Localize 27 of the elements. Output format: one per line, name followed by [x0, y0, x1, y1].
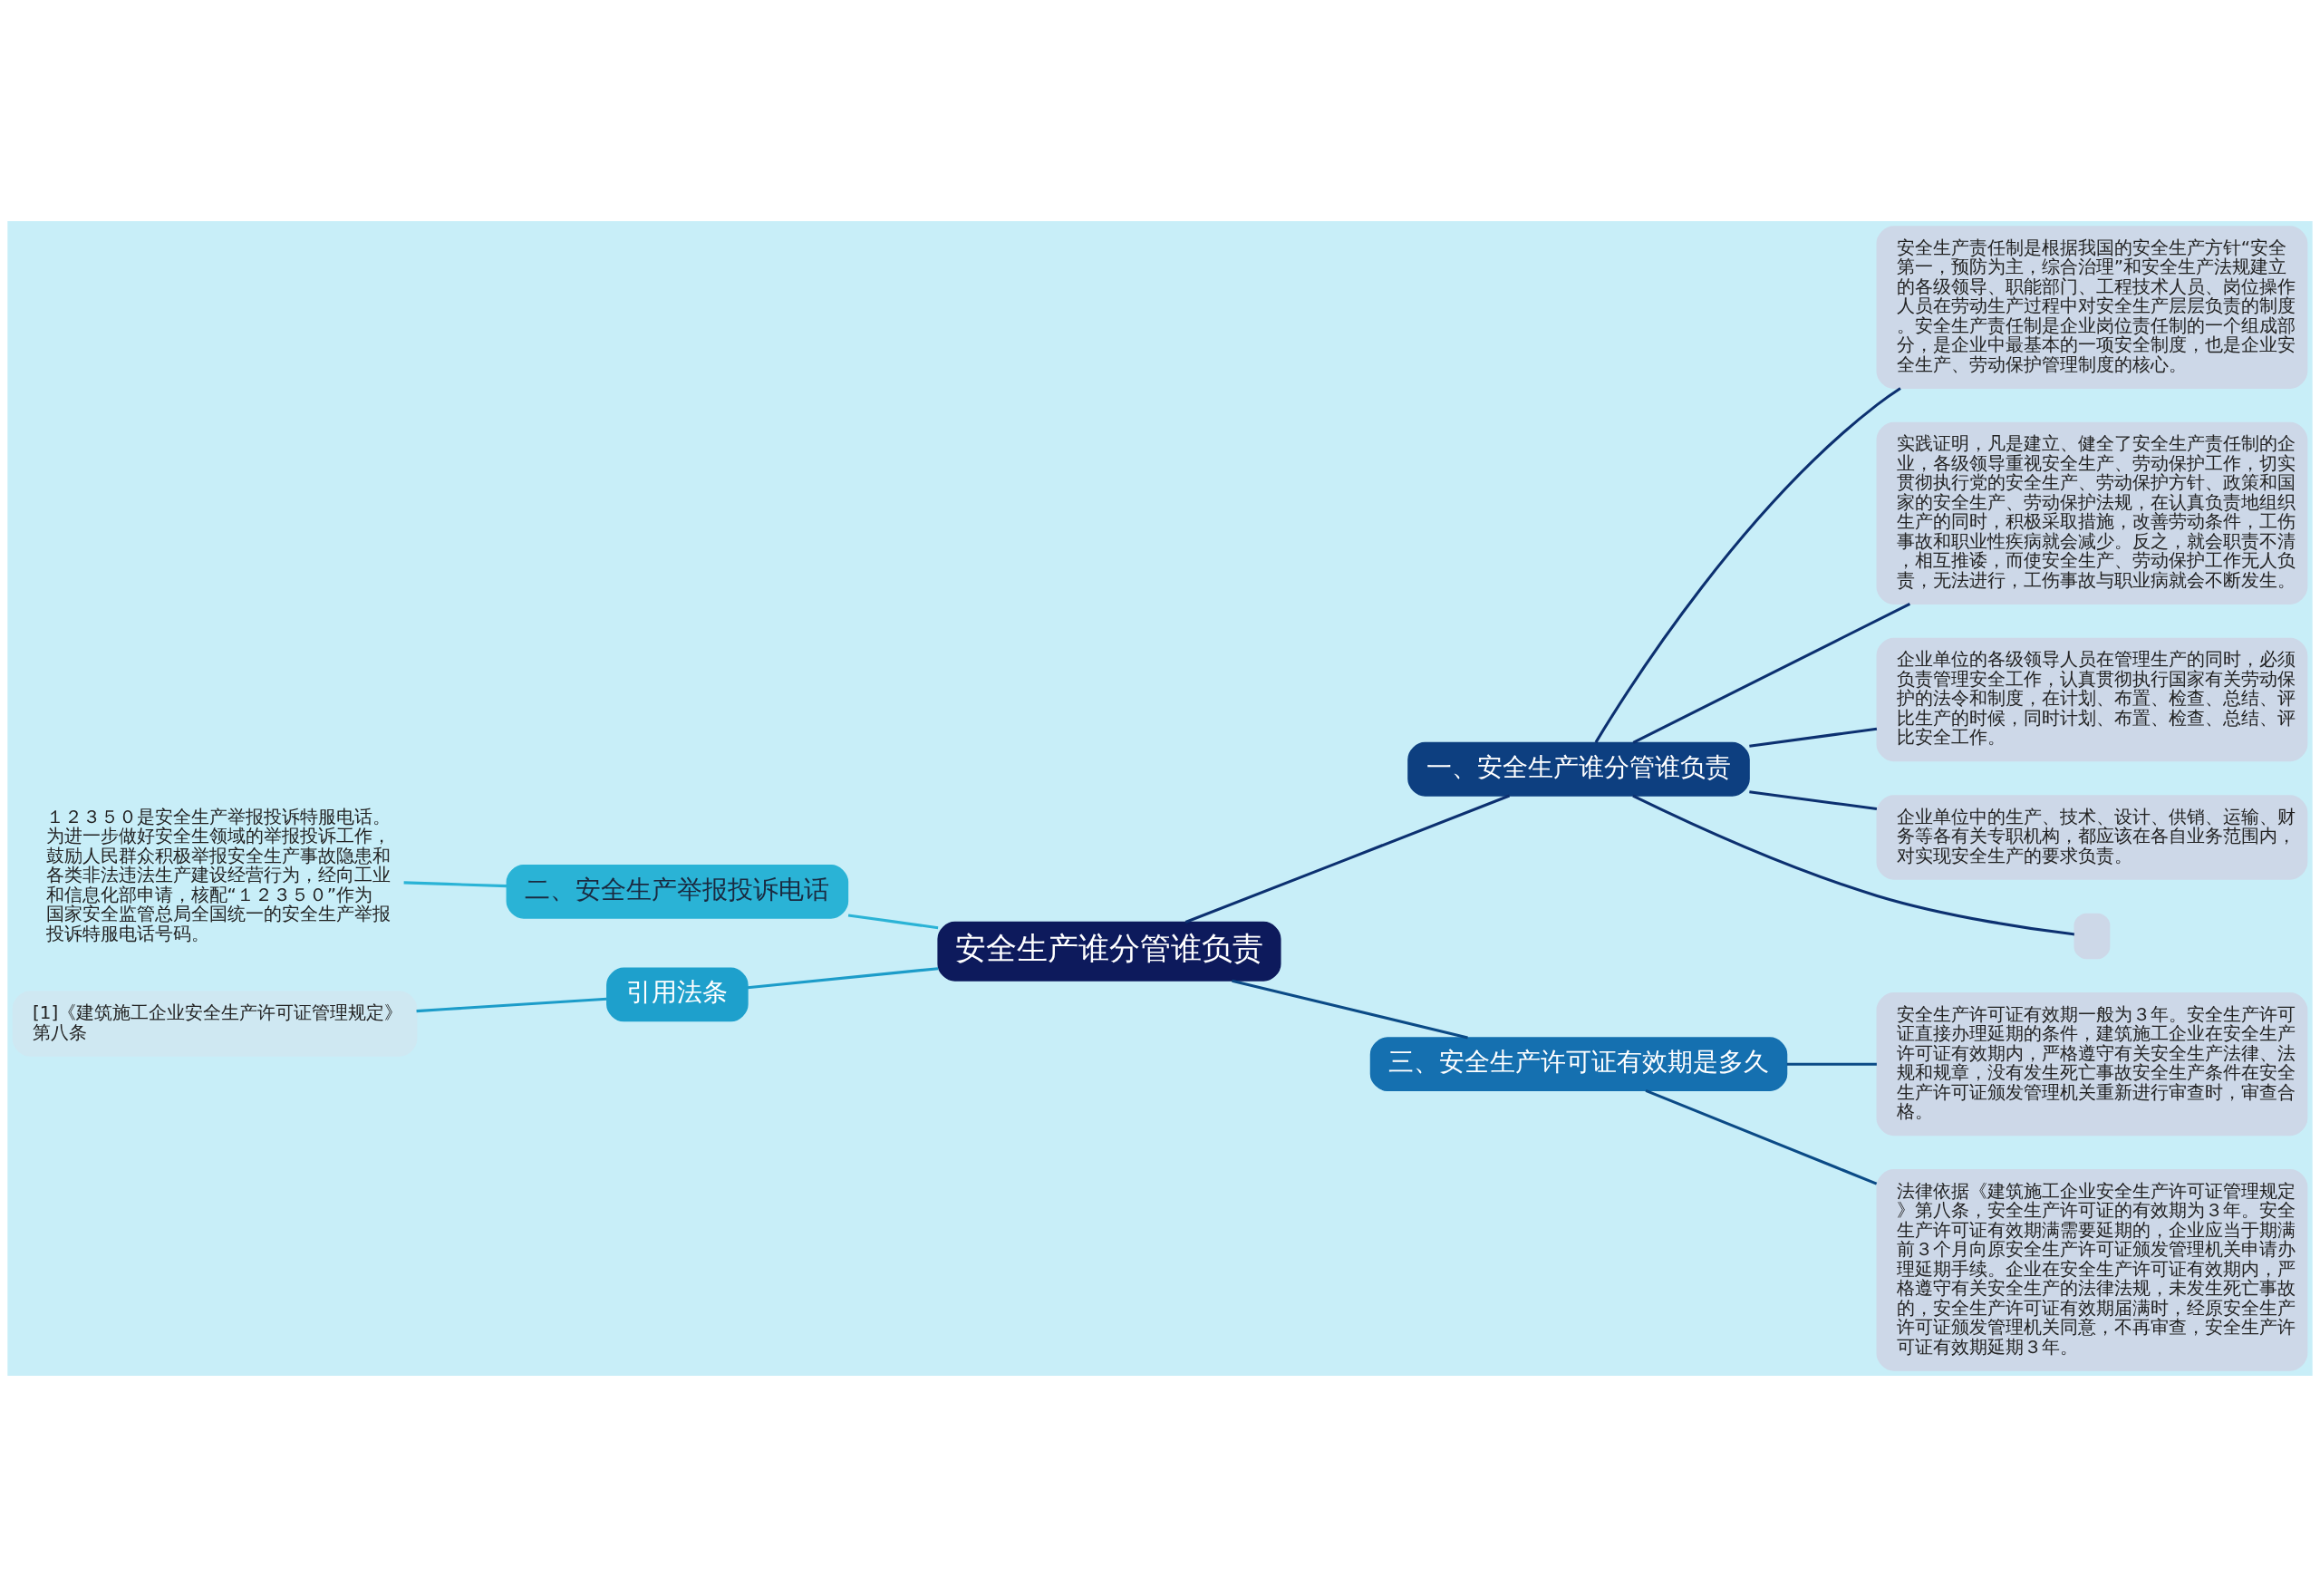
node-box: 实践证明，凡是建立、健全了安全生产责任制的企业，各级领导重视安全生产、劳动保护工作，切实贯彻执行党的安全生产、劳动保护方针、政策和国家的安全生产、劳动保护法规，在认真负责地组织生产的同时，积极采取措施，改善劳动条件，工伤事故和职业性疾病就会减少。反之，就会职责不清，相互推诿，而使安全生产、劳动保护工作无人负责，无法进行，工伤事故与职业病就会不断发生。: [1876, 421, 2308, 605]
connector: [403, 880, 508, 887]
node-box: 三、安全生产许可证有效期是多久: [1369, 1036, 1788, 1091]
connector: [1632, 794, 2074, 935]
node-box: 二、安全生产举报投诉电话: [506, 864, 849, 919]
node-box: [2074, 913, 2111, 959]
connector: [1232, 979, 1468, 1039]
connector: [1594, 386, 1901, 743]
node-box: 安全生产谁分管谁负责: [937, 921, 1281, 982]
connector: [747, 966, 939, 989]
connector: [1645, 1088, 1878, 1185]
connector: [1786, 1062, 1877, 1066]
node-box: [1]《建筑施工企业安全生产许可证管理规定》第八条: [12, 991, 418, 1057]
node-text: １２３５０是安全生产举报投诉特服电话。为进一步做好安全生领域的举报投诉工作，鼓励人民群众积极举报安全生产事故隐患和各类非法违法生产建设经营行为，经向工业和信息化部申请，核配“１２３５０”作为国家安全监管总局全国统一的安全生产举报投诉特服电话号码。: [45, 805, 391, 944]
connector: [1632, 602, 1911, 744]
connector: [1749, 727, 1878, 748]
node-box: 企业单位的各级领导人员在管理生产的同时，必须负责管理安全工作，认真贯彻执行国家有关劳动保护的法令和制度，在计划、布置、检查、总结、评比生产的时候，同时计划、布置、检查、总结、评比安全工作。: [1876, 637, 2308, 761]
node-box: 安全生产许可证有效期一般为３年。安全生产许可证直接办理延期的条件，建筑施工企业在安全生产许可证有效期内，严格遵守有关安全生产法律、法规和规章，没有发生死亡事故安全生产条件在安全生产许可证颁发管理机关重新进行审查时，审查合格。: [1876, 991, 2308, 1136]
node-box: 一、安全生产谁分管谁负责: [1407, 741, 1750, 797]
node-box: 法律依据《建筑施工企业安全生产许可证管理规定》第八条，安全生产许可证的有效期为３年。安全生产许可证有效期满需要延期的，企业应当于期满前３个月向原安全生产许可证颁发管理机关申请办理延期手续。企业在安全生产许可证有效期内，严格遵守有关安全生产的法律法规，未发生死亡事故的，安全生产许可证有效期届满时，经原安全生产许可证颁发管理机关同意，不再审查，安全生产许可证有效期延期３年。: [1876, 1168, 2308, 1371]
connector: [1749, 789, 1878, 810]
connector: [416, 997, 607, 1012]
node-box: 安全生产责任制是根据我国的安全生产方针“安全第一，预防为主，综合治理”和安全生产法规建立的各级领导、职能部门、工程技术人员、岗位操作人员在劳动生产过程中对安全生产层层负责的制度。安全生产责任制是企业岗位责任制的一个组成部分，是企业中最基本的一项安全制度，也是企业安全生产、劳动保护管理制度的核心。: [1876, 225, 2308, 389]
connector: [847, 913, 939, 929]
node-box: 引用法条: [606, 967, 749, 1021]
node-box: 企业单位中的生产、技术、设计、供销、运输、财务等各有关专职机构，都应该在各自业务范围内，对实现安全生产的要求负责。: [1876, 794, 2308, 880]
connector: [1184, 794, 1511, 924]
